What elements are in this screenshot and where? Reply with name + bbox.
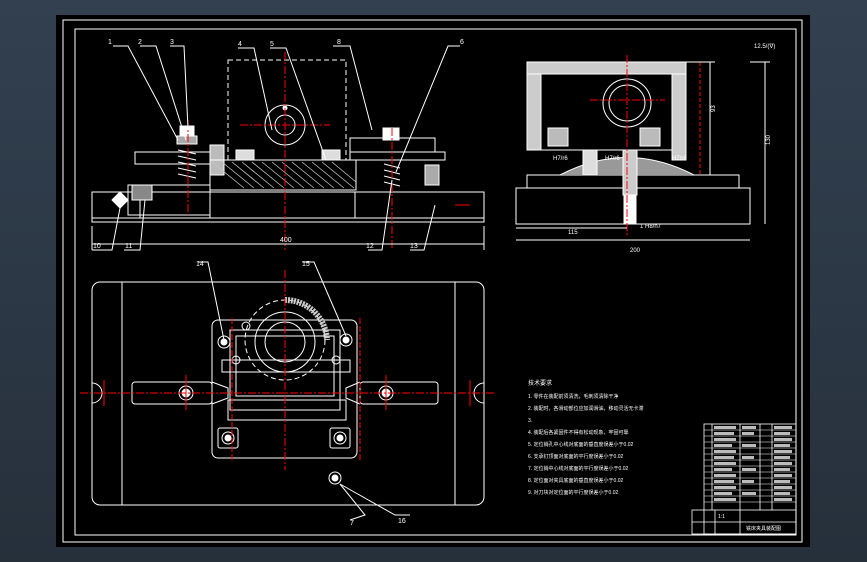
inner-frame	[74, 28, 797, 536]
roughness-symbol: 12.5/(∇)	[754, 43, 775, 50]
dim-side-left: 115	[568, 230, 578, 236]
note-8: 8. 定位面对夹具底面的垂直度误差小于0.02	[528, 477, 624, 484]
balloon-12: 12	[366, 243, 374, 250]
balloon-3: 3	[170, 39, 174, 46]
balloon-10: 10	[93, 243, 101, 250]
drawing-scale: 1:1	[718, 514, 725, 520]
dim-front-width: 400	[280, 237, 292, 244]
notes-title: 技术要求	[528, 379, 552, 387]
balloon-14: 14	[196, 261, 204, 268]
dim-side-width: 200	[630, 248, 641, 254]
dim-side-height: 130	[766, 134, 772, 145]
balloon-5: 5	[270, 41, 274, 48]
fixture-body	[209, 159, 357, 191]
note-9: 9. 对刀块对定位面的平行度误差小于0.02	[528, 489, 619, 496]
drawing-sheet: 1 2 3 4 5 6 8 10 11 12 13 400	[56, 15, 810, 547]
balloon-6: 6	[460, 39, 464, 46]
note-4: 4. 装配后各紧固件不得有松动现象，牢固可靠	[528, 429, 629, 436]
note-2: 2. 装配时，各滑动部位应加润滑油，移动灵活无卡滞	[528, 405, 644, 412]
technical-notes: 技术要求 1. 零件在装配前须清洗，毛刺须清除干净 2. 装配时，各滑动部位应加…	[528, 379, 644, 496]
balloon-11: 11	[125, 243, 132, 250]
balloon-16: 16	[398, 518, 406, 525]
workpiece-phantom	[227, 59, 347, 161]
balloon-7: 7	[350, 520, 354, 527]
fit-label-1: H7/r6	[553, 156, 568, 162]
side-view	[515, 55, 770, 241]
balloon-13: 13	[410, 243, 418, 250]
note-3: 3.	[528, 418, 532, 424]
balloon-1: 1	[108, 39, 112, 46]
parts-list-text	[714, 426, 792, 501]
plan-view	[80, 261, 494, 521]
balloon-2: 2	[138, 39, 142, 46]
note-7: 7. 定位销中心线对底面的平行度误差小于0.02	[528, 465, 629, 472]
balloon-4: 4	[238, 41, 242, 48]
note-6: 6. 支承钉顶面对底面的平行度误差小于0.02	[528, 453, 624, 460]
cad-drawing: 1 2 3 4 5 6 8 10 11 12 13 400	[62, 19, 803, 543]
side-fit-label: 1 H8/n7	[640, 224, 662, 230]
drawing-name: 铣床夹具装配图	[746, 525, 781, 532]
outer-frame	[62, 19, 803, 543]
parts-list	[691, 423, 797, 535]
fit-label-2: H7/r6	[605, 156, 620, 162]
balloon-8: 8	[337, 39, 341, 46]
note-1: 1. 零件在装配前须清洗，毛刺须清除干净	[528, 393, 619, 400]
dim-side-inner: 93	[711, 105, 717, 112]
front-view	[91, 45, 485, 251]
note-5: 5. 定位销孔中心线对底面的垂直度误差小于0.02	[528, 441, 634, 448]
balloon-15: 15	[302, 261, 310, 268]
fit-label-3: H7/r6	[672, 156, 687, 162]
